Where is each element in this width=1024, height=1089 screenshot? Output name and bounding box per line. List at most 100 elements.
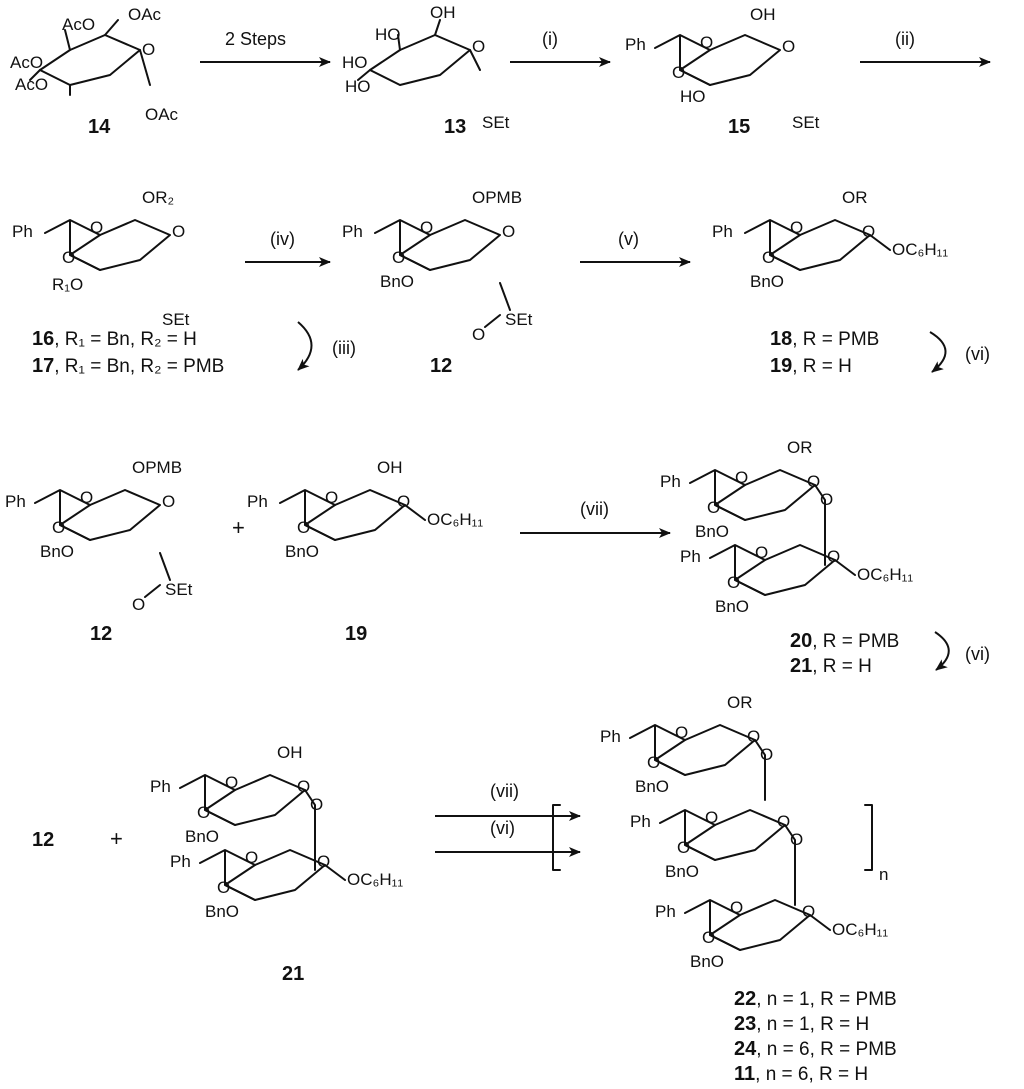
caption-22: 22, n = 1, R = PMB — [734, 988, 897, 1010]
atom-o-ring-18: O — [862, 222, 875, 241]
atom-or-20: OR — [787, 438, 813, 457]
label-22: 22 — [734, 988, 756, 1010]
atom-bno-20a: BnO — [695, 522, 729, 541]
reagent-i: (i) — [542, 29, 558, 49]
label-21: 21 — [790, 655, 812, 677]
arrow-iii — [297, 321, 313, 371]
atom-o-15b: O — [672, 63, 685, 82]
reagent-v: (v) — [618, 229, 639, 249]
atom-set-13: SEt — [482, 113, 510, 132]
caption-23-text: , n = 1, R = H — [756, 1014, 869, 1035]
atom-o-ring-20a: O — [807, 472, 820, 491]
caption-21-text: , R = H — [812, 656, 872, 677]
caption-24-text: , n = 6, R = PMB — [756, 1039, 896, 1060]
caption-23: 23, n = 1, R = H — [734, 1013, 869, 1035]
atom-o-20d: O — [727, 573, 740, 592]
reagent-iv: (iv) — [270, 229, 295, 249]
atom-o-19a: O — [325, 488, 338, 507]
atom-bno-12b: BnO — [40, 542, 74, 561]
atom-oh-19: OH — [377, 458, 403, 477]
atom-o-12b1: O — [80, 488, 93, 507]
label-18: 18 — [770, 328, 792, 350]
reagent-iii: (iii) — [332, 338, 356, 358]
atom-o-21a: O — [225, 773, 238, 792]
atom-o-12b2: O — [52, 518, 65, 537]
atom-or-18: OR — [842, 188, 868, 207]
compound-12-structure: Ph O O OPMB BnO O SEt O — [342, 188, 533, 344]
atom-oh-15: OH — [750, 5, 776, 24]
compound-label-13: 13 — [444, 116, 466, 138]
atom-o-22e: O — [730, 898, 743, 917]
atom-bno-22a: BnO — [635, 777, 669, 796]
compound-20-structure: Ph O O OR BnO O O Ph O O BnO O OC₆H₁₁ — [660, 438, 913, 616]
reagent-vii-1: (vii) — [580, 499, 609, 519]
atom-o-16b: O — [62, 248, 75, 267]
compound-label-21-row4: 21 — [282, 963, 304, 985]
atom-bno-22c: BnO — [690, 952, 724, 971]
atom-ph-20a: Ph — [660, 472, 681, 491]
atom-oc6h11-20: OC₆H₁₁ — [857, 565, 913, 584]
atom-o-19b: O — [297, 518, 310, 537]
atom-bno-20b: BnO — [715, 597, 749, 616]
atom-o-ring-22a: O — [747, 727, 760, 746]
label-23: 23 — [734, 1013, 756, 1035]
compound-18-structure: Ph O O OR BnO O OC₆H₁₁ — [712, 188, 948, 291]
atom-aco-3: AcO — [15, 75, 48, 94]
atom-ho-3: HO — [345, 77, 371, 96]
atom-o-ring-21a: O — [297, 777, 310, 796]
atom-o-link-22b: O — [790, 830, 803, 849]
compound-16-structure: Ph O O OR₂ R₁O O SEt — [12, 188, 190, 329]
caption-17: 17, R₁ = Bn, R₂ = PMB — [32, 355, 224, 377]
atom-ph-21a: Ph — [150, 777, 171, 796]
compound-label-19-row3: 19 — [345, 623, 367, 645]
caption-18: 18, R = PMB — [770, 328, 879, 350]
atom-o-22c: O — [705, 808, 718, 827]
atom-opmb-12b: OPMB — [132, 458, 182, 477]
atom-o-21d: O — [217, 878, 230, 897]
atom-o-ring-19: O — [397, 492, 410, 511]
label-19: 19 — [770, 355, 792, 377]
atom-oc6h11-19: OC₆H₁₁ — [427, 510, 483, 529]
caption-18-text: , R = PMB — [792, 329, 879, 350]
atom-bno-12: BnO — [380, 272, 414, 291]
label-20: 20 — [790, 630, 812, 652]
atom-oc6h11-22: OC₆H₁₁ — [832, 920, 888, 939]
caption-22-text: , n = 1, R = PMB — [756, 989, 896, 1010]
compound-label-14: 14 — [88, 116, 111, 138]
atom-o-20c: O — [755, 543, 768, 562]
atom-o-ring-20b: O — [827, 547, 840, 566]
atom-or2-16: OR₂ — [142, 188, 174, 207]
atom-o-21b: O — [197, 803, 210, 822]
atom-o-link-21: O — [310, 795, 323, 814]
compound-22-structure: Ph O O OR BnO O O n Ph O O BnO O O Ph O … — [552, 693, 888, 971]
atom-o-12b: O — [392, 248, 405, 267]
label-16: 16 — [32, 328, 54, 350]
caption-16-text: , R₁ = Bn, R₂ = H — [54, 329, 197, 350]
reagent-2-steps: 2 Steps — [225, 29, 286, 49]
caption-19-text: , R = H — [792, 356, 852, 377]
atom-oc6h11-18: OC₆H₁₁ — [892, 240, 948, 259]
atom-o-ring-12: O — [502, 222, 515, 241]
atom-o-ring-22c: O — [802, 902, 815, 921]
atom-o-sulfoxide-12b: O — [132, 595, 145, 614]
compound-15-structure: Ph O O OH HO O SEt — [625, 5, 820, 132]
atom-set-12b: SEt — [165, 580, 193, 599]
atom-o-21c: O — [245, 848, 258, 867]
atom-bno-21b: BnO — [205, 902, 239, 921]
atom-o-22d: O — [677, 838, 690, 857]
caption-11: 11, n = 6, R = H — [734, 1063, 868, 1085]
atom-o-22f: O — [702, 928, 715, 947]
atom-oc6h11-21: OC₆H₁₁ — [347, 870, 403, 889]
atom-o-ring-12b: O — [162, 492, 175, 511]
caption-19: 19, R = H — [770, 355, 852, 377]
atom-o-15a: O — [700, 33, 713, 52]
atom-o-link-22a: O — [760, 745, 773, 764]
atom-or-22: OR — [727, 693, 753, 712]
atom-oh-21: OH — [277, 743, 303, 762]
atom-ph-22c: Ph — [655, 902, 676, 921]
atom-ph-12: Ph — [342, 222, 363, 241]
atom-ho-6: HO — [375, 25, 401, 44]
compound-21-structure: Ph O O OH BnO O O Ph O O BnO O OC₆H₁₁ — [150, 743, 403, 921]
reagent-vi-2: (vi) — [965, 644, 990, 664]
atom-o-ring-21b: O — [317, 852, 330, 871]
